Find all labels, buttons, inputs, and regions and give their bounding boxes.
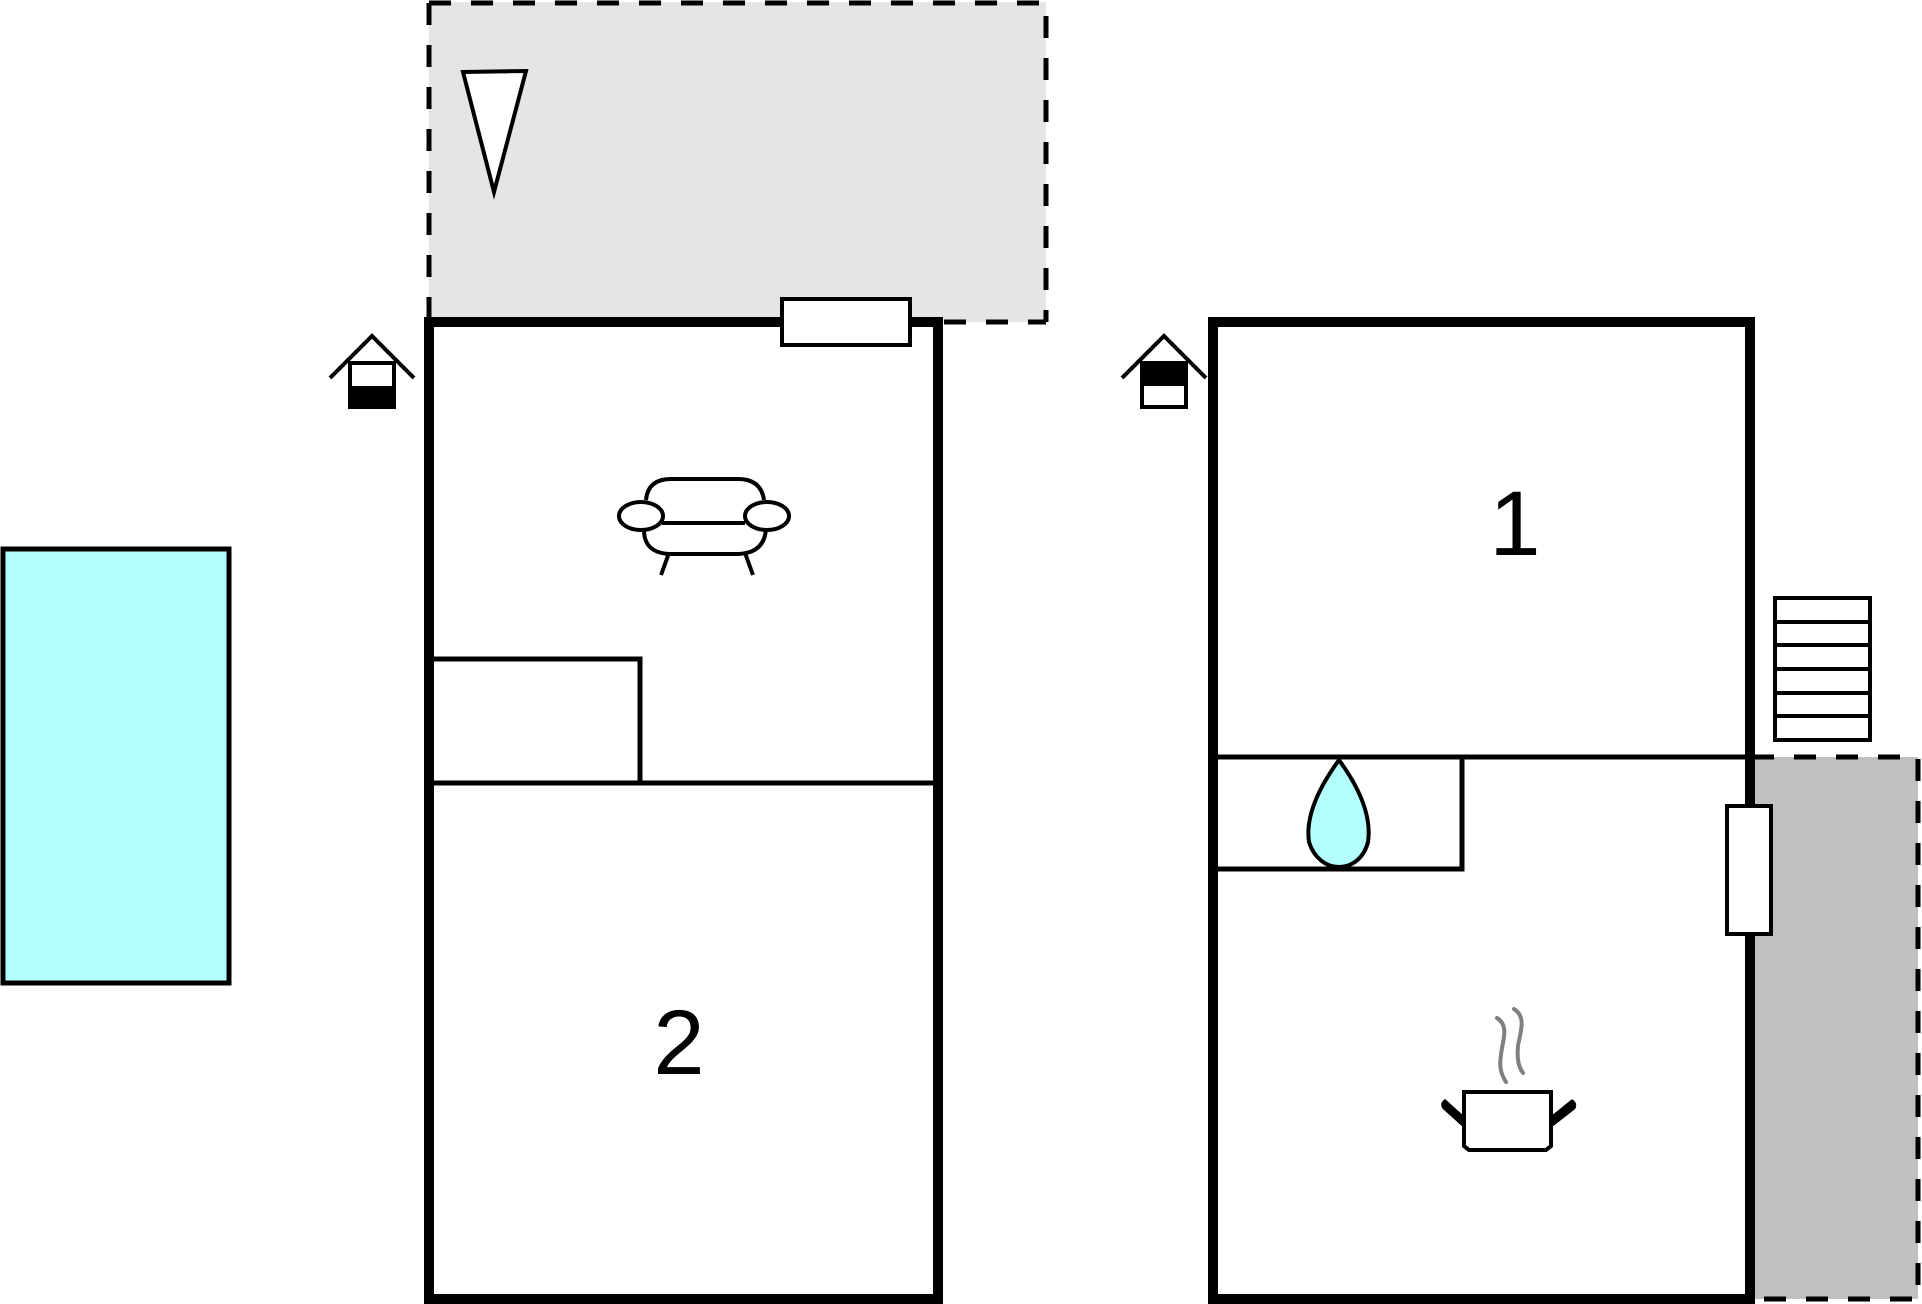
pool bbox=[0, 546, 232, 986]
cooking-pot-icon bbox=[1441, 1007, 1577, 1152]
sofa-icon bbox=[617, 477, 791, 576]
parasol-icon bbox=[460, 68, 529, 200]
window-top bbox=[780, 297, 912, 347]
terrace-right bbox=[1752, 754, 1921, 1302]
building-left bbox=[424, 297, 943, 1304]
room-label-2: 2 bbox=[653, 992, 705, 1094]
room-label-1: 1 bbox=[1489, 473, 1541, 575]
floor-level-upper-icon bbox=[1120, 333, 1208, 409]
stairs-icon bbox=[1773, 596, 1872, 742]
water-drop-icon bbox=[1306, 756, 1371, 870]
window-right bbox=[1725, 804, 1773, 936]
floor-level-ground-icon bbox=[328, 333, 416, 409]
terrace-top bbox=[426, 0, 1049, 325]
building-right bbox=[1208, 317, 1773, 1304]
